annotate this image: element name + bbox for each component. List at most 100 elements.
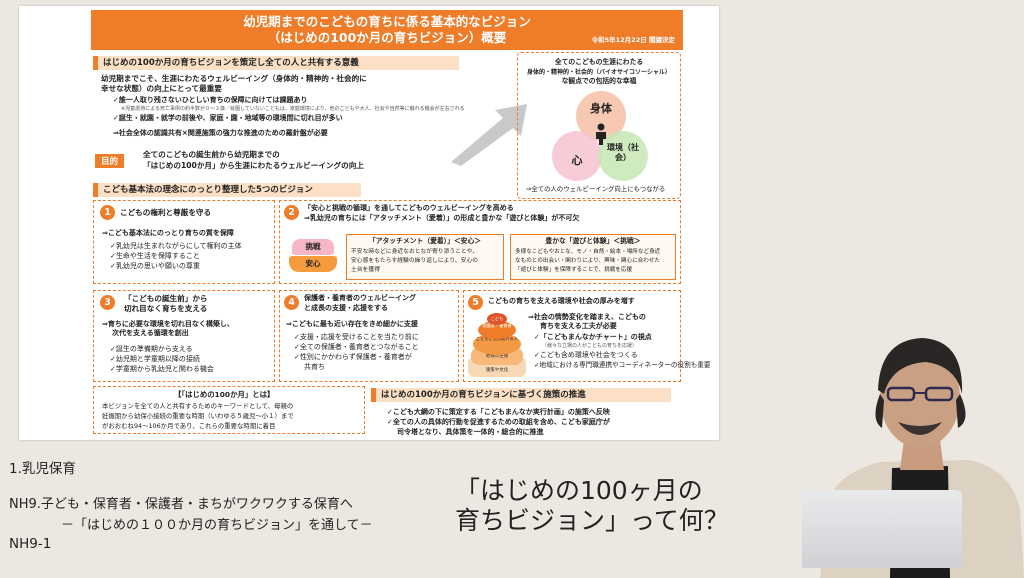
body-label: 身体 [590,102,612,115]
vision2-number: 2 [284,205,299,220]
attachment-body3: 土台を獲得 [351,267,380,273]
vision1-summary: ⇒こども基本法にのっとり育ちの質を保障 [102,229,234,237]
diagram-text1: 全てのこどもの生涯にわたる [554,58,644,66]
vision5-summary1: ⇒社会の情勢変化を踏まえ、こどもの [528,313,646,321]
play-body1: 多様なこどもやおとな、モノ・自然・絵本・場所など身近 [515,249,661,255]
vision2-title1: 「安心と挑戦の循環」を通してこどものウェルビーイングを高める [304,204,514,212]
vision4-bullet4: 共育ち [304,363,325,371]
vision5-box: 5 こどもの育ちを支える環境や社会の厚みを増す 施策や文化 地域の空間 こどもに… [463,290,711,382]
vision4-bullet2: ✓全ての保護者・養育者とつながること [294,343,419,351]
caption-category: 1.乳児保育 [9,461,76,477]
vision3-summary1: ⇒育ちに必要な環境を切れ目なく構築し、 [102,320,234,328]
caption-session-id: NH9-1 [9,536,52,552]
vision1-box: 1 こどもの権利と尊厳を守る ⇒こども基本法にのっとり育ちの質を保障 ✓乳幼児は… [93,200,275,284]
mind-circle: 心 [552,131,602,181]
laptop [802,490,962,568]
ring-child: こども [487,313,507,325]
vision3-summary2: 次代を支える循環を創出 [112,329,189,337]
vision5-bullet2: ✓こども含め環境や社会をつくる [534,351,638,359]
slide-title-line1: 幼児期までのこどもの育ちに係る基本的なビジョン [243,14,531,29]
policy-bullet2b: 司令塔となり、具体策を一体的・総合的に推進 [397,428,544,436]
definition-body3: がおおむね94～106か月であり、これらの重要な時期に着目 [102,422,276,430]
caption-session-title: NH9.子ども・保育者・保護者・まちがワクワクする保育へ [9,497,353,512]
child-figure-icon [596,123,606,145]
purpose-tag: 目的 [95,154,125,168]
wellbeing-diagram: 全てのこどもの生涯にわたる 身体的・精神的・社会的（バイオサイコソーシャル） な… [517,52,681,199]
vision5-bullet1: ✓「こどもまんなかチャート」の視点 [534,333,652,341]
vision4-summary: ⇒こどもに最も近い存在をきめ細かに支援 [286,320,418,328]
purpose-line2: 「はじめの100か月」から生涯にわたるウェルビーイングの向上 [143,161,364,170]
slide-content: 幼児期までのこどもの育ちに係る基本的なビジョン （はじめの100か月の育ちビジョ… [91,10,711,436]
significance-conclusion: ⇒社会全体の認識共有×関連施策の強力な推進のための羅針盤が必要 [113,129,328,137]
vision3-box: 3 「こどもの誕生前」から 切れ目なく育ちを支える ⇒育ちに必要な環境を切れ目な… [93,290,275,382]
slide-header: 幼児期までのこどもの育ちに係る基本的なビジョン （はじめの100か月の育ちビジョ… [91,10,683,50]
policy-bullet1: ✓こども大綱の下に策定する「こどもまんなか実行計画」の施策へ反映 [387,408,610,416]
policy-heading: はじめの100か月の育ちビジョンに基づく施策の推進 [371,388,671,402]
vision1-bullet2: ✓生命や生活を保障すること [110,252,200,260]
vision5-title: こどもの育ちを支える環境や社会の厚みを増す [488,297,635,305]
play-experience-box: 豊かな「遊びと体験」＜挑戦＞ 多様なこどもやおとな、モノ・自然・絵本・場所など身… [510,234,676,280]
cup-diagram: 挑戦 安心 [288,235,338,275]
security-label: 安心 [289,256,337,272]
vision4-number: 4 [284,295,299,310]
purpose-line1: 全てのこどもの誕生前から幼児期までの [143,150,280,159]
vision1-bullet1: ✓乳幼児は生まれながらにして権利の主体 [110,242,242,250]
vision2-box: 2 「安心と挑戦の循環」を通してこどものウェルビーイングを高める ⇒乳幼児の育ち… [279,200,681,284]
vision5-bullet3: ✓地域における専門職連携やコーディネーターの役割も重要 [534,361,711,369]
vision4-title2: と成長の支援・応援をする [304,304,388,312]
presentation-slide: 幼児期までのこどもの育ちに係る基本的なビジョン （はじめの100か月の育ちビジョ… [19,6,719,440]
ring-guardian: 保護者・養育者 [478,321,516,339]
diagram-text3: な観点での包括的な幸福 [561,77,637,85]
attachment-body1: 不安な時などに身近なおとなが寄り添うことや、 [351,249,479,255]
diagram-text2: 身体的・精神的・社会的（バイオサイコソーシャル） [527,69,671,76]
vision5-summary2: 育ちを支える工夫が必要 [540,322,617,330]
policy-bullet2a: ✓全ての人の具体的行動を促進するための取組を含め、こども家庭庁が [387,418,610,426]
slide-title-line2: （はじめの100か月の育ちビジョン）概要 [267,30,507,45]
question-line1: 「はじめの100ヶ月の [455,476,703,505]
vision4-title1: 保護者・養育者のウェルビーイング [304,294,416,302]
vision4-box: 4 保護者・養育者のウェルビーイング と成長の支援・応援をする ⇒こどもに最も近… [279,290,459,382]
definition-box: 【「はじめの100か月」とは】 本ビジョンを全ての人と共有するためのキーワードと… [93,386,365,434]
vision2-title2: ⇒乳幼児の育ちには「アタッチメント（愛着）」の形成と豊かな「遊びと体験」が不可欠 [304,214,580,222]
definition-title: 【「はじめの100か月」とは】 [174,390,275,399]
play-body3: 「遊びと体験」を保障することで、挑戦を応援 [515,267,633,273]
section-significance-heading: はじめの100か月の育ちビジョンを策定し全ての人と共有する意義 [93,56,459,70]
five-visions-heading: こども基本法の理念にのっとり整理した5つのビジョン [93,183,361,197]
diagram-footer: ⇒全ての人のウェルビーイング向上にもつながる [526,185,666,193]
caption-session-subtitle: －「はじめの１００か月の育ちビジョン」を通して－ [61,518,373,533]
question-line2: 育ちビジョン」って何？ [455,506,729,535]
play-body2: なものとの出会い・関わりにより、興味・関心に合わせた [515,258,661,264]
attachment-body2: 安心感をもたらす経験の繰り返しにより、安心の [351,258,479,264]
vision3-bullet1: ✓誕生の準備期から支える [110,345,193,353]
significance-line2: 幸せな状態）の向上にとって最重要 [101,84,222,93]
attachment-title: 「アタッチメント（愛着）」＜安心＞ [368,237,482,245]
decision-date: 令和5年12月22日 閣議決定 [591,36,675,44]
definition-body2: 妊娠期から幼保小接続の重要な時期（いわゆる５歳児～小１）まで [102,412,294,420]
vision1-bullet3: ✓乳幼児の思いや願いの尊重 [110,262,200,270]
significance-line1: 幼児期までこそ、生涯にわたるウェルビーイング（身体的・精神的・社会的に [101,74,367,83]
vision1-title: こどもの権利と尊厳を守る [120,208,212,217]
vision4-bullet3: ✓性別にかかわらず保護者・養育者が [294,353,412,361]
question-text: 「はじめの100ヶ月の 育ちビジョン」って何？ [455,476,729,536]
vision3-bullet3: ✓学童期から乳幼児と関わる機会 [110,365,214,373]
significance-note: ※児童虐待による死亡事例の約半数が０～２歳／就園していないこどもは、家庭環境によ… [121,106,465,112]
play-title: 豊かな「遊びと体験」＜挑戦＞ [545,237,641,245]
vision1-number: 1 [100,205,115,220]
arrow-icon [451,104,527,166]
vision3-bullet2: ✓幼児期と学童期以降の接続 [110,355,200,363]
vision3-title2: 切れ目なく育ちを支える [124,304,208,313]
significance-bullet1: ✓誰一人取り残さないひとしい育ちの保障に向けては課題あり [113,96,308,104]
environment-circle: 環境（社会） [598,131,648,181]
vision5-number: 5 [468,295,483,310]
definition-body1: 本ビジョンを全ての人と共有するためのキーワードとして、母親の [102,402,294,410]
concentric-chart: 施策や文化 地域の空間 こどもに直接関わる人 保護者・養育者 こども [468,313,526,379]
vision4-bullet1: ✓支援・応援を受けることを当たり前に [294,333,419,341]
mind-label: 心 [571,154,583,167]
significance-bullet2: ✓誕生・就園・就学の前後や、家庭・園・地域等の環境間に切れ目が多い [113,114,343,122]
environment-label: 環境（社会） [607,143,639,162]
challenge-label: 挑戦 [292,239,334,255]
attachment-box: 「アタッチメント（愛着）」＜安心＞ 不安な時などに身近なおとなが寄り添うことや、… [346,234,504,280]
vision3-title1: 「こどもの誕生前」から [124,294,208,303]
vision5-bullet1-note: （様々な立場の人がこどもの育ちを応援） [542,343,638,349]
vision3-number: 3 [100,295,115,310]
